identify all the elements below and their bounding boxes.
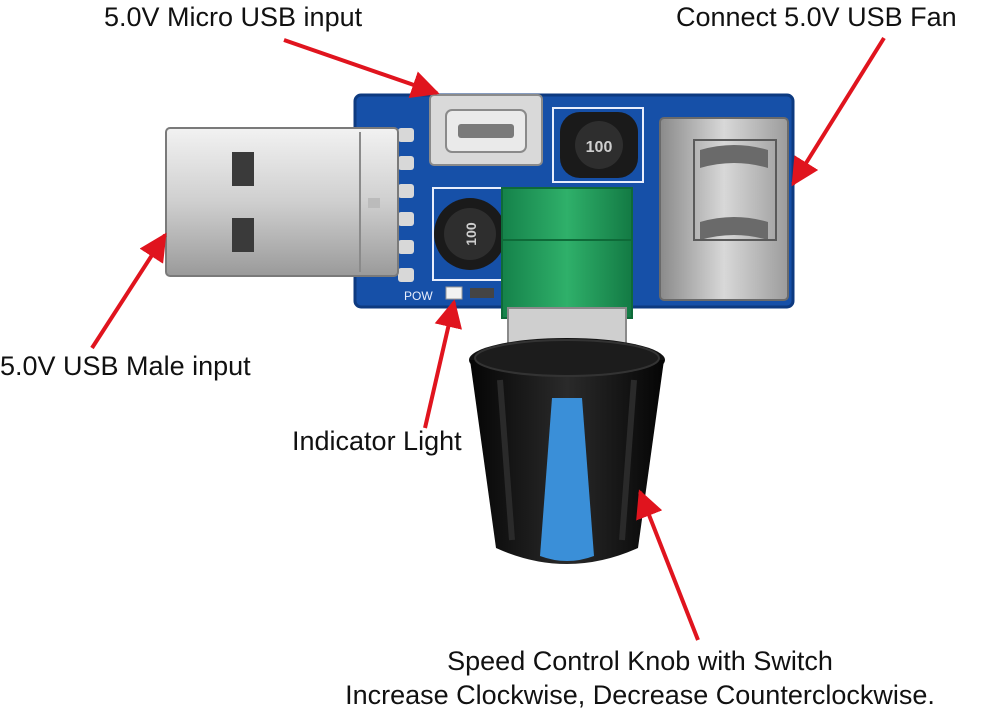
arrow-male-input [90, 232, 167, 350]
inductor-left: 100 [434, 198, 506, 270]
led-marking: POW [404, 289, 433, 303]
micro-usb-port [429, 94, 543, 166]
indicator-led: POW [404, 286, 494, 303]
usb-female-socket [659, 117, 789, 301]
label-speed-knob: Speed Control Knob with Switch Increase … [290, 644, 990, 712]
speed-knob [469, 338, 665, 564]
potentiometer [501, 187, 633, 345]
arrow-fan [791, 36, 886, 187]
label-usb-fan-output: Connect 5.0V USB Fan [676, 2, 957, 32]
solder-pads [398, 128, 414, 282]
label-usb-male-input: 5.0V USB Male input [0, 351, 251, 381]
label-indicator-light: Indicator Light [292, 426, 462, 456]
label-speed-knob-line2: Increase Clockwise, Decrease Countercloc… [345, 680, 935, 710]
arrow-indicator [423, 299, 462, 429]
svg-text:100: 100 [463, 222, 479, 246]
inductor-top: 100 [560, 112, 638, 178]
label-micro-usb-input: 5.0V Micro USB input [104, 2, 363, 32]
inductor-marking: 100 [586, 139, 613, 156]
label-speed-knob-line1: Speed Control Knob with Switch [447, 646, 833, 676]
usb-male-plug [165, 127, 399, 277]
arrow-micro-usb [283, 38, 440, 98]
callout-arrows [90, 36, 886, 641]
arrow-knob [636, 489, 700, 641]
